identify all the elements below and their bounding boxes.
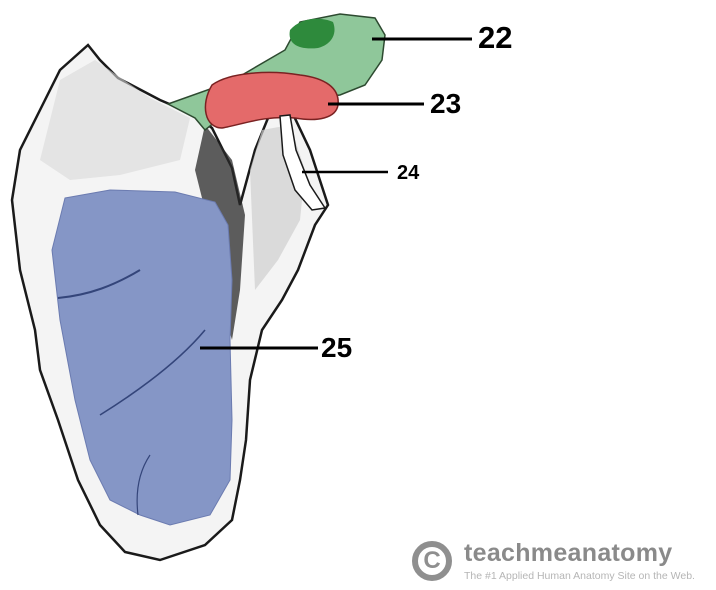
copyright-icon: C (412, 541, 452, 582)
region-24-hook (279, 114, 327, 211)
watermark-logo: C teachmeanatomy The #1 Applied Human An… (412, 541, 695, 582)
watermark-name: teachmeanatomy (464, 539, 673, 567)
watermark-tagline: The #1 Applied Human Anatomy Site on the… (464, 570, 695, 582)
label-24: 24 (397, 162, 420, 184)
region-25-blue (51, 189, 233, 526)
region-23-red (204, 71, 339, 129)
label-22: 22 (478, 20, 513, 55)
label-23: 23 (430, 88, 462, 119)
label-25: 25 (321, 332, 353, 363)
region-22-dark (289, 18, 335, 49)
